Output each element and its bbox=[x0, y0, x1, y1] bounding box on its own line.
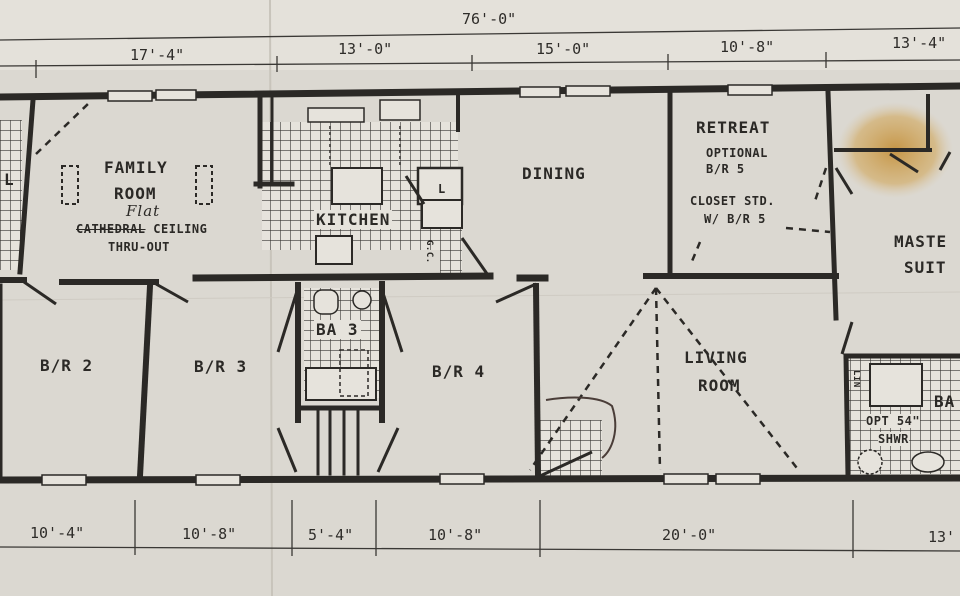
living-room-label-line2: ROOM bbox=[698, 376, 741, 395]
master-bath-shower-line2: SHWR bbox=[878, 432, 909, 446]
master-bath-label: BA bbox=[934, 392, 956, 411]
bottom-dimension-5: 20'-0" bbox=[662, 526, 717, 544]
bath-3-label: BA 3 bbox=[314, 320, 361, 339]
top-dimension-3: 15'-0" bbox=[536, 40, 591, 58]
top-dimension-5: 13'-4" bbox=[892, 34, 947, 52]
bottom-dimension-lines bbox=[0, 500, 960, 558]
top-dimension-2: 13'-0" bbox=[338, 40, 393, 58]
bottom-dimension-3: 5'-4" bbox=[308, 526, 354, 544]
top-dimension-1: 17'-4" bbox=[130, 46, 185, 64]
dashed-lines bbox=[35, 101, 831, 473]
bedroom-3-label: B/R 3 bbox=[194, 357, 248, 376]
handwritten-mark bbox=[545, 396, 617, 459]
top-dimension-4: 10'-8" bbox=[720, 38, 775, 56]
retreat-optional-line1: OPTIONAL bbox=[706, 146, 768, 160]
family-room-label-line1: FAMILY bbox=[104, 158, 168, 177]
overall-width-dimension: 76'-0" bbox=[462, 10, 517, 28]
ceiling-fixtures bbox=[61, 165, 213, 205]
pantry-label: L bbox=[438, 182, 446, 196]
bottom-dimension-1: 10'-4" bbox=[30, 524, 85, 542]
gc-label: G.C. bbox=[424, 240, 434, 264]
master-bath-shower-line1: OPT 54" bbox=[866, 414, 921, 428]
retreat-optional-line2: B/R 5 bbox=[706, 162, 745, 176]
master-suite-label-line2: SUIT bbox=[904, 258, 947, 277]
door-swings bbox=[23, 151, 952, 478]
ceiling-struck-word: CATHEDRAL bbox=[76, 222, 146, 236]
family-left-label: L bbox=[4, 170, 15, 189]
retreat-label: RETREAT bbox=[696, 118, 771, 137]
master-suite-label-line1: MASTE bbox=[894, 232, 948, 251]
retreat-closet-line1: CLOSET STD. bbox=[690, 194, 775, 208]
bedroom-2-label: B/R 2 bbox=[40, 356, 94, 375]
bottom-dimension-6: 13' bbox=[928, 528, 956, 546]
family-room-label-line2: ROOM bbox=[114, 184, 157, 203]
dining-label: DINING bbox=[522, 164, 586, 183]
ceiling-word: CEILING bbox=[145, 222, 208, 236]
kitchen-label: KITCHEN bbox=[314, 210, 393, 229]
family-room-ceiling-note: CATHEDRAL CEILING bbox=[76, 222, 207, 236]
family-room-thru-note: THRU-OUT bbox=[108, 240, 170, 254]
top-dimension-lines bbox=[0, 27, 960, 78]
family-room-handwritten-note: Flat bbox=[126, 202, 161, 220]
bottom-dimension-4: 10'-8" bbox=[428, 526, 483, 544]
linen-closet-label: LIN bbox=[851, 370, 861, 388]
bottom-dimension-2: 10'-8" bbox=[182, 525, 237, 543]
bedroom-4-label: B/R 4 bbox=[432, 362, 486, 381]
living-room-label-line1: LIVING bbox=[684, 348, 748, 367]
windows bbox=[41, 84, 773, 486]
retreat-closet-line2: W/ B/R 5 bbox=[704, 212, 766, 226]
